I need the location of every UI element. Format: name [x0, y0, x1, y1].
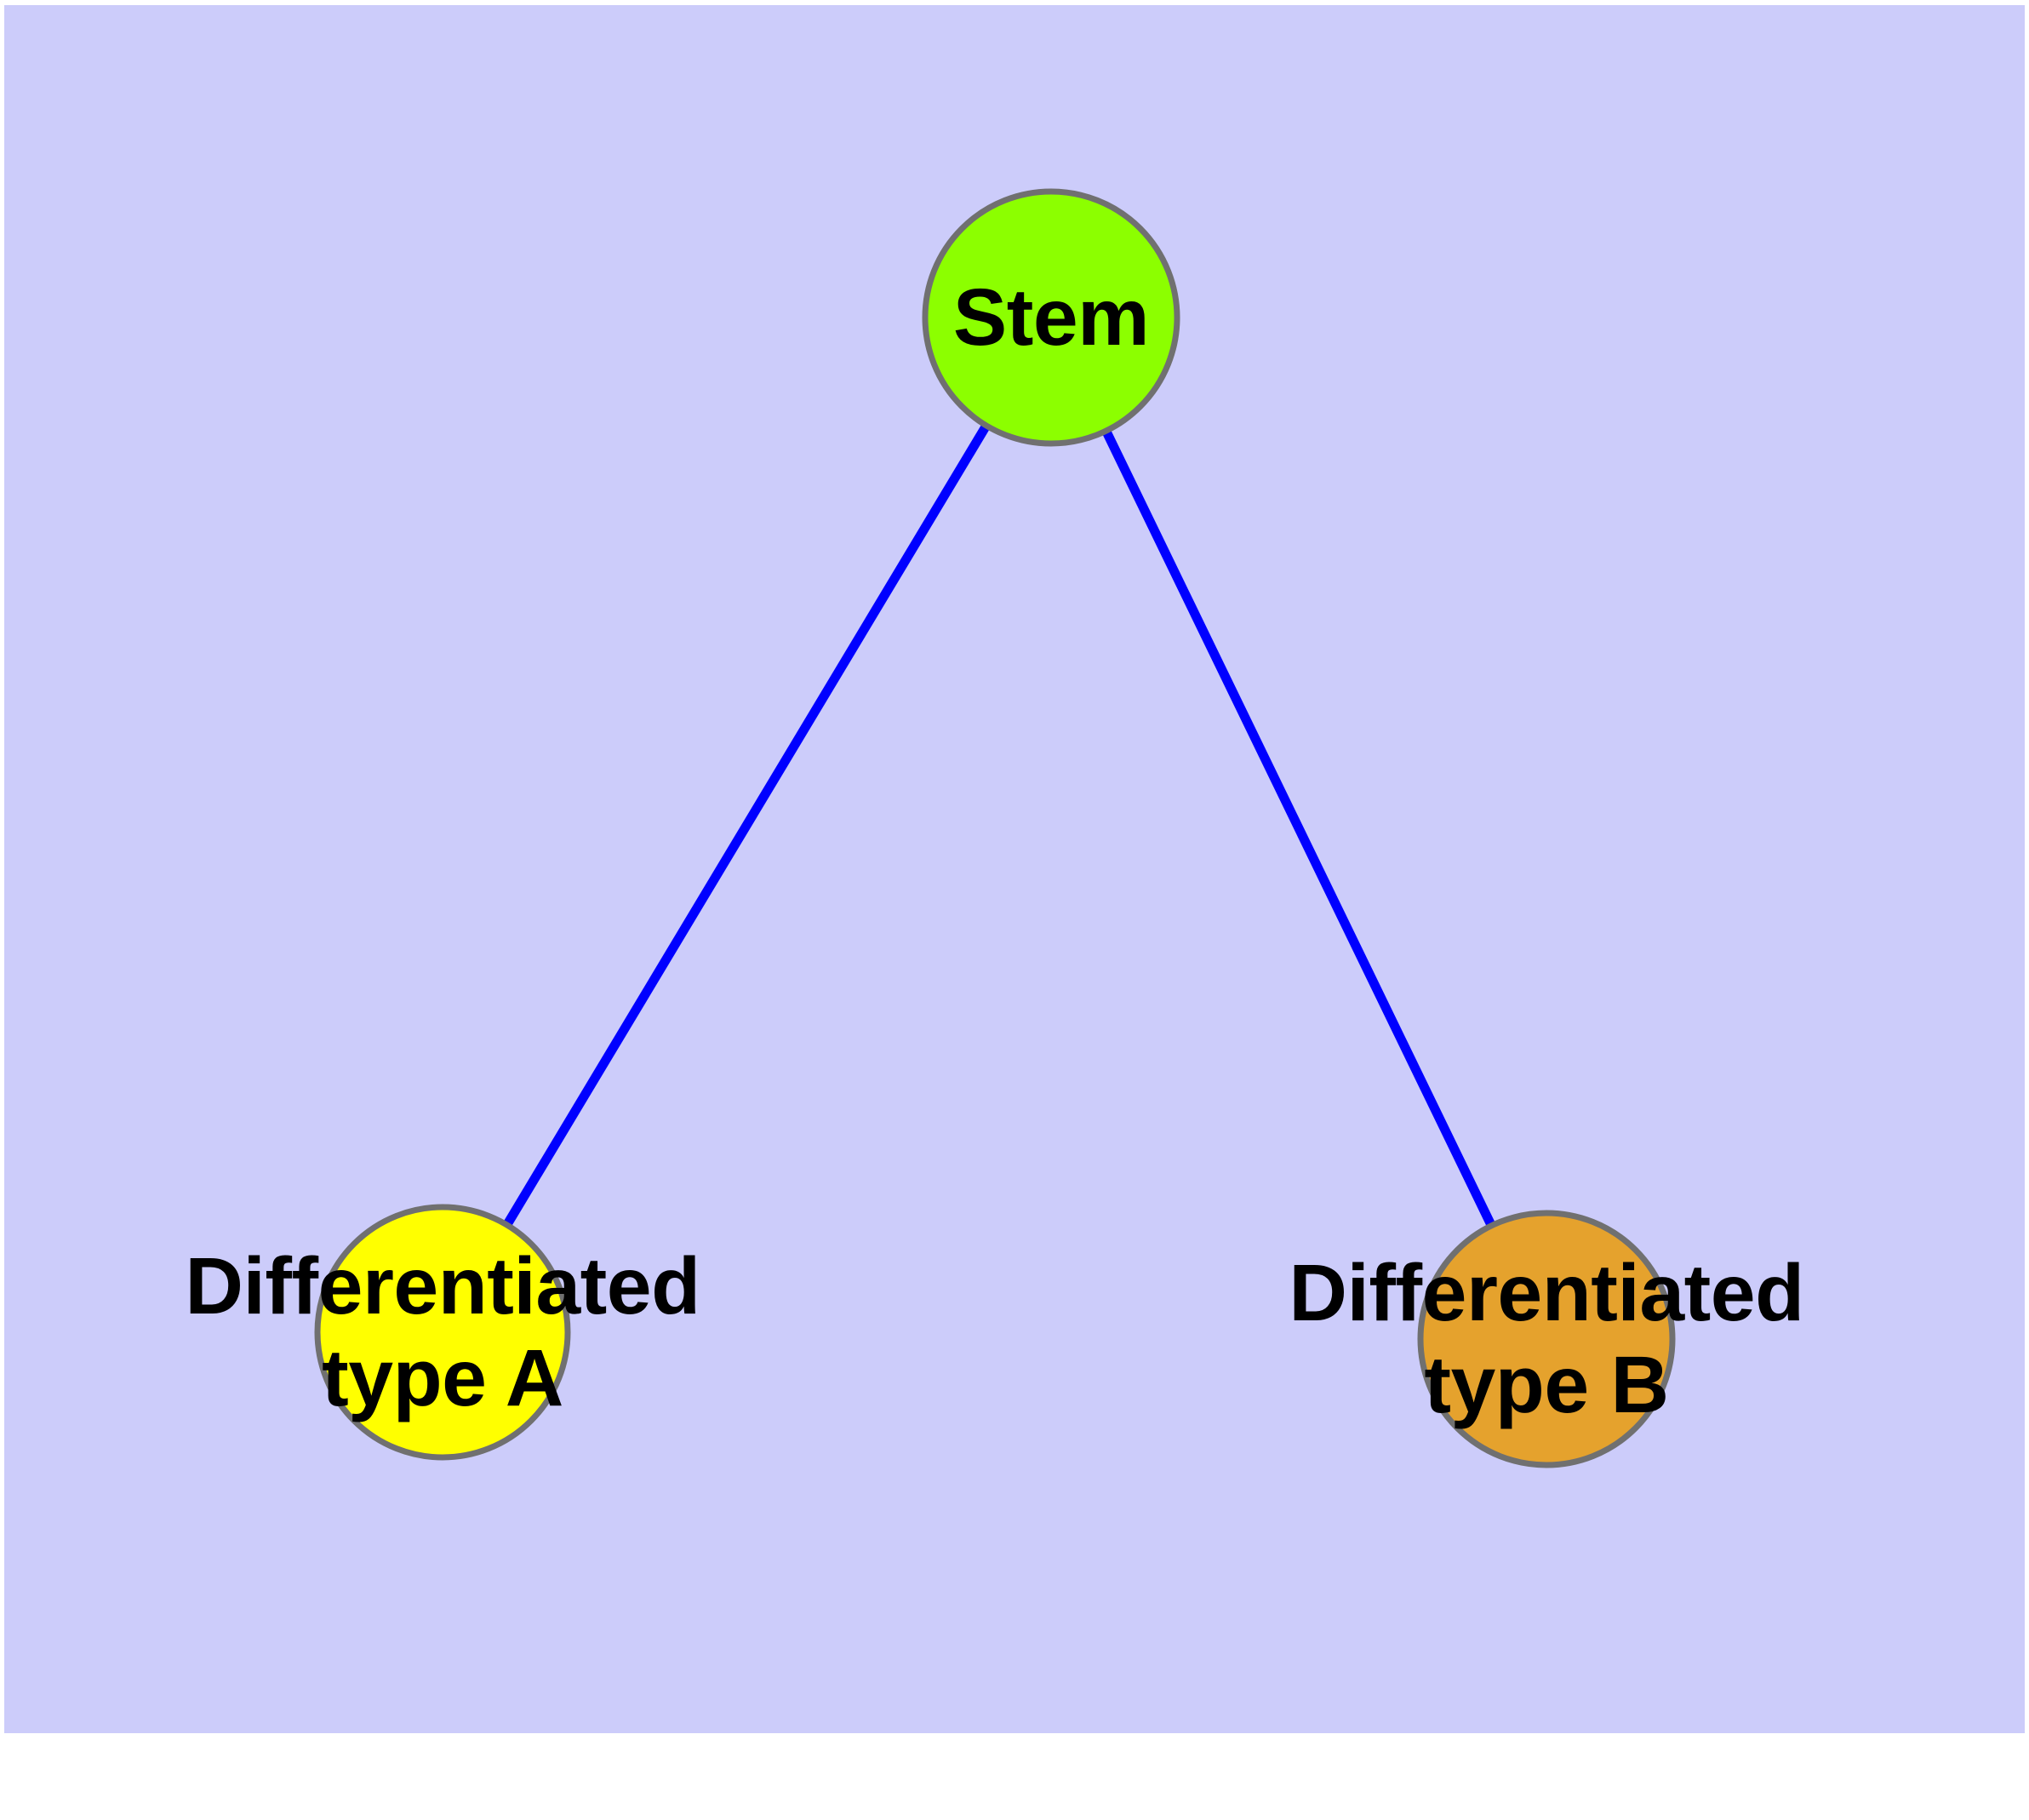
edges-layer: [438, 315, 1551, 1342]
graph-edge[interactable]: [1047, 315, 1551, 1342]
graph-node-stem[interactable]: [922, 188, 1180, 447]
graph-svg: [314, 188, 1676, 1468]
graph-edge[interactable]: [438, 315, 1055, 1335]
nodes-layer: [314, 188, 1676, 1468]
graph-node-diff-a[interactable]: [314, 1204, 571, 1461]
graph-node-diff-b[interactable]: [1417, 1210, 1676, 1468]
